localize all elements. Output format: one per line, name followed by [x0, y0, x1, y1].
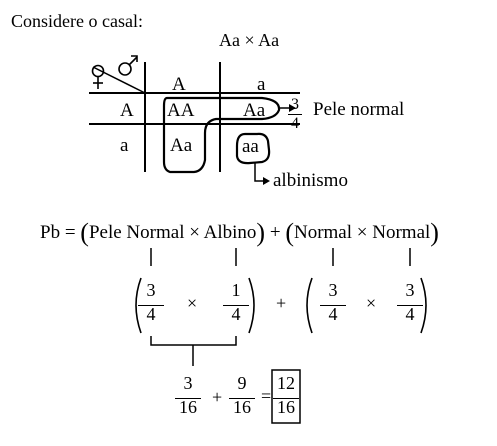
- f1-num: 3: [146, 280, 156, 300]
- f2-bar: [223, 305, 249, 306]
- row-header-a: a: [120, 135, 129, 156]
- f3-num: 3: [328, 280, 338, 300]
- normal-label: Pele normal: [313, 99, 405, 120]
- albino-enclosure: [235, 132, 271, 165]
- paren-open-2: [306, 277, 313, 334]
- albino-arrowhead: [263, 177, 270, 185]
- normal-fraction-num: 3: [291, 96, 299, 113]
- cell-aa: aa: [242, 136, 259, 157]
- f3-den: 4: [328, 304, 338, 324]
- f4-bar: [397, 305, 423, 306]
- result-eq: =: [261, 386, 272, 406]
- cell-Aa-top: Aa: [243, 100, 266, 121]
- f2-den: 4: [231, 304, 241, 324]
- t2-bar: [229, 398, 255, 399]
- result-t2: 9 16: [225, 374, 259, 416]
- result-answer: 12 16: [269, 374, 303, 416]
- t1-bar: [175, 398, 201, 399]
- cell-Aa-bottom: Aa: [170, 135, 193, 156]
- t2-num: 9: [237, 373, 247, 393]
- normal-fraction-den: 4: [291, 115, 299, 132]
- f1-den: 4: [146, 304, 156, 324]
- formula-line: Pb = (Pele Normal × Albino) + (Normal × …: [40, 220, 439, 246]
- col-header-a: a: [257, 74, 266, 95]
- fraction-f3: 3 4: [316, 281, 350, 323]
- times-2: ×: [366, 293, 377, 313]
- fraction-f2: 1 4: [219, 281, 253, 323]
- male-symbol-icon: [118, 55, 138, 76]
- normal-enclosure: [162, 96, 281, 174]
- result-t1: 3 16: [171, 374, 205, 416]
- answer-bar: [273, 398, 299, 399]
- fraction-f4: 3 4: [393, 281, 427, 323]
- f2-num: 1: [231, 280, 241, 300]
- female-symbol-icon: [91, 64, 105, 89]
- paren-open-1: [135, 277, 142, 334]
- header-diagonal: [92, 66, 146, 94]
- paren-close-1: [248, 277, 255, 334]
- t2-den: 16: [233, 397, 251, 417]
- formula-group1: Pele Normal × Albino: [88, 222, 257, 243]
- times-1: ×: [187, 293, 198, 313]
- col-header-A: A: [172, 74, 186, 95]
- intro-text: Considere o casal:: [11, 11, 143, 31]
- paren-close-2: [420, 277, 427, 334]
- answer-den: 16: [277, 397, 295, 417]
- formula-group2: Normal × Normal: [293, 222, 431, 243]
- paren-open-group2: (: [285, 218, 294, 247]
- paren-close-group2: ): [430, 218, 439, 247]
- row-header-A: A: [120, 100, 134, 121]
- f3-bar: [320, 305, 346, 306]
- plus-2: +: [276, 293, 287, 313]
- cross-text: Aa × Aa: [219, 30, 280, 50]
- paren-close-group1: ): [256, 218, 266, 247]
- t1-den: 16: [179, 397, 197, 417]
- f4-den: 4: [405, 304, 415, 324]
- albino-arrow: [254, 163, 264, 182]
- connector-bracket: [150, 336, 237, 346]
- albino-label: albinismo: [273, 170, 348, 191]
- answer-box: [271, 369, 301, 424]
- normal-arrowhead: [289, 104, 296, 112]
- formula-lhs: Pb =: [40, 222, 76, 243]
- t1-num: 3: [183, 373, 193, 393]
- result-plus: +: [212, 387, 223, 407]
- formula-plus: +: [269, 222, 281, 243]
- cell-AA: AA: [167, 100, 195, 121]
- f4-num: 3: [405, 280, 415, 300]
- f1-bar: [138, 305, 164, 306]
- answer-num: 12: [277, 373, 295, 393]
- fraction-f1: 3 4: [134, 281, 168, 323]
- normal-fraction: 3 4: [282, 97, 308, 132]
- paren-open-group1: (: [80, 218, 89, 247]
- normal-fraction-bar: [288, 114, 302, 115]
